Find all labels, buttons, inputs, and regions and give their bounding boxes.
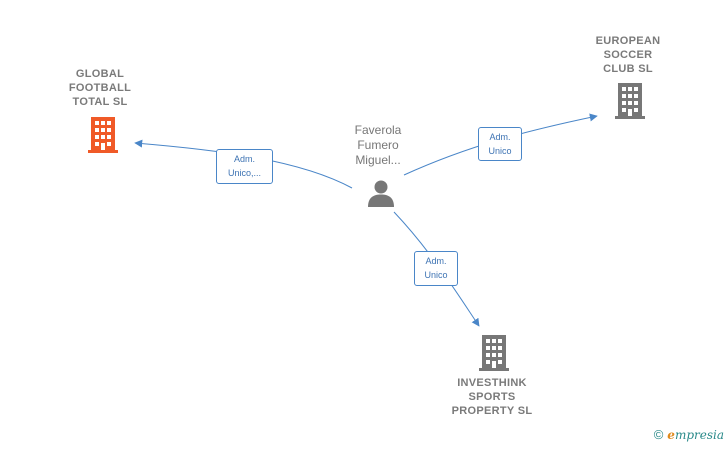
edge-label-global[interactable]: Adm. Unico,... bbox=[216, 149, 273, 184]
global-football-line-2: FOOTBALL bbox=[68, 82, 132, 94]
copyright-icon: © bbox=[653, 427, 664, 442]
global-football-line-1: GLOBAL bbox=[75, 68, 125, 80]
investhink-line-1: INVESTHINK bbox=[457, 377, 527, 389]
investhink-line-2: SPORTS bbox=[468, 391, 516, 403]
brand-logo-e: e bbox=[667, 427, 675, 442]
edge-label-investhink-line-2: Unico bbox=[424, 270, 448, 280]
person-icon[interactable] bbox=[366, 178, 396, 208]
company-label-global-football[interactable]: GLOBAL FOOTBALL TOTAL SL bbox=[50, 67, 150, 109]
person-label[interactable]: Faverola Fumero Miguel... bbox=[330, 123, 426, 168]
brand-watermark: © empresia bbox=[654, 427, 724, 442]
investhink-line-3: PROPERTY SL bbox=[451, 405, 533, 417]
building-icon-investhink[interactable] bbox=[477, 335, 511, 371]
brand-logo: empresia bbox=[667, 428, 724, 442]
person-label-line-3: Miguel... bbox=[355, 153, 401, 167]
company-label-european-soccer[interactable]: EUROPEAN SOCCER CLUB SL bbox=[578, 34, 678, 76]
edge-label-global-line-2: Unico,... bbox=[227, 168, 261, 178]
edge-label-investhink-line-1: Adm. bbox=[425, 256, 447, 266]
brand-logo-text: mpresia bbox=[674, 427, 724, 442]
person-label-line-2: Fumero bbox=[357, 138, 399, 152]
building-icon-global-football[interactable] bbox=[86, 117, 120, 153]
company-label-investhink[interactable]: INVESTHINK SPORTS PROPERTY SL bbox=[432, 376, 552, 418]
edge-label-european[interactable]: Adm. Unico bbox=[478, 127, 522, 161]
global-football-line-3: TOTAL SL bbox=[72, 96, 128, 108]
european-soccer-line-3: CLUB SL bbox=[603, 63, 653, 75]
edge-label-global-line-1: Adm. bbox=[233, 154, 255, 164]
edge-label-european-line-2: Unico bbox=[488, 146, 512, 156]
european-soccer-line-1: EUROPEAN bbox=[595, 35, 661, 47]
building-icon-european-soccer[interactable] bbox=[613, 83, 647, 119]
person-label-line-1: Faverola bbox=[354, 123, 402, 137]
edge-label-investhink[interactable]: Adm. Unico bbox=[414, 251, 458, 286]
edge-label-european-line-1: Adm. bbox=[489, 132, 511, 142]
european-soccer-line-2: SOCCER bbox=[603, 49, 653, 61]
